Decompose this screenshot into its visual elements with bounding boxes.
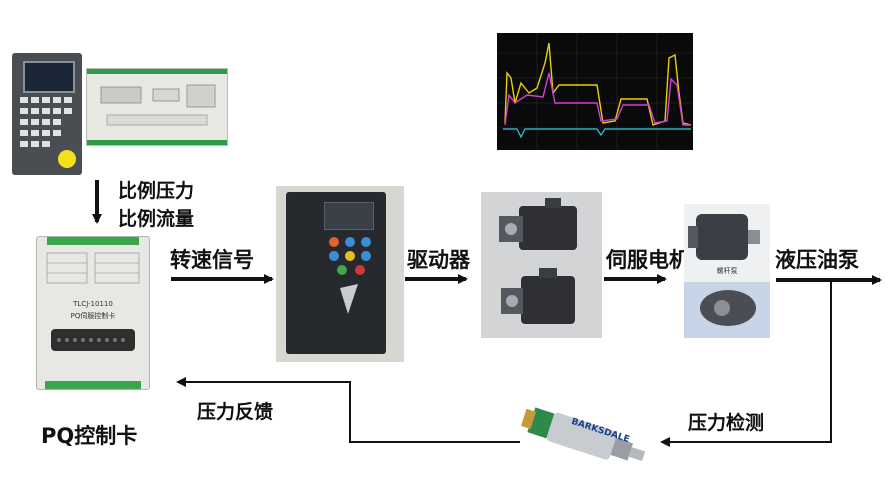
pq-control-card-device: TLCJ-10110 PQ伺服控制卡 (36, 236, 150, 390)
injection-controller-panel (12, 53, 82, 175)
label-hydraulic-pump: 液压油泵 (775, 248, 859, 272)
pressure-sensor-photo: BARKSDALE (510, 400, 658, 478)
card-name-text: PQ伺服控制卡 (70, 312, 116, 320)
label-pressure-detection: 压力检测 (688, 412, 765, 434)
controller-screen (23, 61, 75, 93)
card-model-text: TLCJ-10110 (73, 300, 113, 308)
driver-display (324, 202, 374, 230)
card-bottom-terminal (45, 381, 141, 389)
servo-motor-photo (481, 192, 602, 338)
oscilloscope-waveform (497, 33, 693, 150)
card-face-markings (46, 252, 140, 351)
arrow-pressure-detection (660, 280, 832, 447)
hydraulic-pump-photo: 螺杆泵 (684, 204, 770, 338)
label-driver: 驱动器 (407, 248, 470, 272)
card-top-terminal (47, 237, 139, 245)
pump-shapes (684, 214, 770, 338)
label-pq-control-card: PQ控制卡 (41, 424, 138, 448)
label-servo-motor: 伺服电机 (606, 248, 690, 272)
arrow-pressure-feedback (176, 377, 520, 443)
pump-caption-text: 螺杆泵 (716, 267, 738, 275)
label-proportional-flow: 比例流量 (118, 208, 195, 230)
controller-keypad (20, 97, 76, 168)
driver-housing (286, 192, 386, 354)
servo-driver-photo (276, 186, 404, 362)
waveform-traces (497, 33, 693, 150)
pressure-sensor-shape (520, 407, 646, 462)
label-speed-signal: 转速信号 (170, 248, 254, 272)
label-proportional-pressure: 比例压力 (118, 180, 195, 202)
label-pressure-feedback: 压力反馈 (197, 401, 274, 423)
servo-motor-shapes (499, 198, 577, 324)
driver-keypad (329, 237, 371, 314)
controller-board (86, 68, 228, 146)
board-components (87, 69, 227, 145)
